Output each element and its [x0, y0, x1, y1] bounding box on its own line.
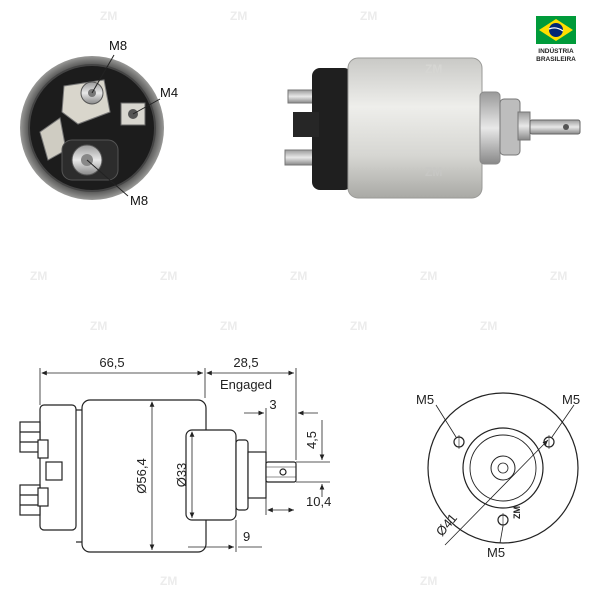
- can-watermark-bottom: ZM: [425, 165, 442, 179]
- watermark-text: ZM: [90, 319, 107, 333]
- watermark-text: ZM: [420, 574, 437, 588]
- side-view-dimension-texts: 66,5 28,5 Engaged 3 4,5 10,4 9 Ø56,4 Ø33: [99, 355, 331, 544]
- dim-length-body: 66,5: [99, 355, 124, 370]
- brazil-flag-logo: INDÚSTRIA BRASILEIRA: [536, 16, 576, 63]
- side-photo: ZM ZM: [284, 57, 581, 199]
- label-m5-bottom: M5: [487, 545, 505, 560]
- outer-circle: [427, 392, 579, 544]
- watermark-grid: ZM ZM ZM ZM ZM ZM ZM ZM ZM ZM ZM ZM ZM Z…: [30, 9, 567, 588]
- watermark-text: ZM: [420, 269, 437, 283]
- plunger-eye: [529, 119, 581, 135]
- nut-upper: [19, 421, 41, 453]
- watermark-text: ZM: [160, 269, 177, 283]
- terminal-end-photo: M8 M4 M8: [20, 38, 178, 208]
- label-m4: M4: [160, 85, 178, 100]
- label-m8-bottom: M8: [130, 193, 148, 208]
- nose-outline: [185, 429, 237, 521]
- solenoid-can: [347, 57, 483, 199]
- watermark-text: ZM: [480, 319, 497, 333]
- dim-9: 9: [243, 529, 250, 544]
- terminal-cap: [312, 68, 352, 190]
- engaged-note: Engaged: [220, 377, 272, 392]
- nut-lower: [19, 484, 41, 516]
- dim-diameter-nose: Ø33: [174, 463, 189, 488]
- watermark-text: ZM: [550, 269, 567, 283]
- watermark-text: ZM: [220, 319, 237, 333]
- front-view-drawing: [427, 392, 579, 546]
- label-m5-left: M5: [416, 392, 434, 407]
- nose-flange: [479, 91, 501, 165]
- label-m8-top: M8: [109, 38, 127, 53]
- watermark-text: ZM: [30, 269, 47, 283]
- dim-length-plunger: 28,5: [233, 355, 258, 370]
- watermark-text: ZM: [290, 269, 307, 283]
- watermark-text: ZM: [350, 319, 367, 333]
- watermark-text: ZM: [100, 9, 117, 23]
- front-view-texts: ZM M5 M5 M5 Ø41: [416, 392, 580, 560]
- flag-blue-globe: [549, 23, 563, 37]
- dim-10-4: 10,4: [306, 494, 331, 509]
- label-m5-right: M5: [562, 392, 580, 407]
- plunger: [517, 111, 531, 141]
- watermark-text: ZM: [160, 574, 177, 588]
- dim-3: 3: [269, 397, 276, 412]
- flag-caption-line2: BRASILEIRA: [536, 56, 576, 63]
- dim-4-5: 4,5: [304, 431, 319, 449]
- plunger-outline: [265, 461, 297, 483]
- side-view-drawing: [19, 368, 330, 553]
- dim-diameter-body: Ø56,4: [134, 458, 149, 493]
- can-watermark-top: ZM: [425, 62, 442, 76]
- nose-circle: [462, 427, 544, 509]
- flag-caption-line1: INDÚSTRIA: [538, 46, 574, 55]
- watermark-text: ZM: [360, 9, 377, 23]
- nose-zm-mark: ZM: [512, 506, 522, 519]
- watermark-text: ZM: [230, 9, 247, 23]
